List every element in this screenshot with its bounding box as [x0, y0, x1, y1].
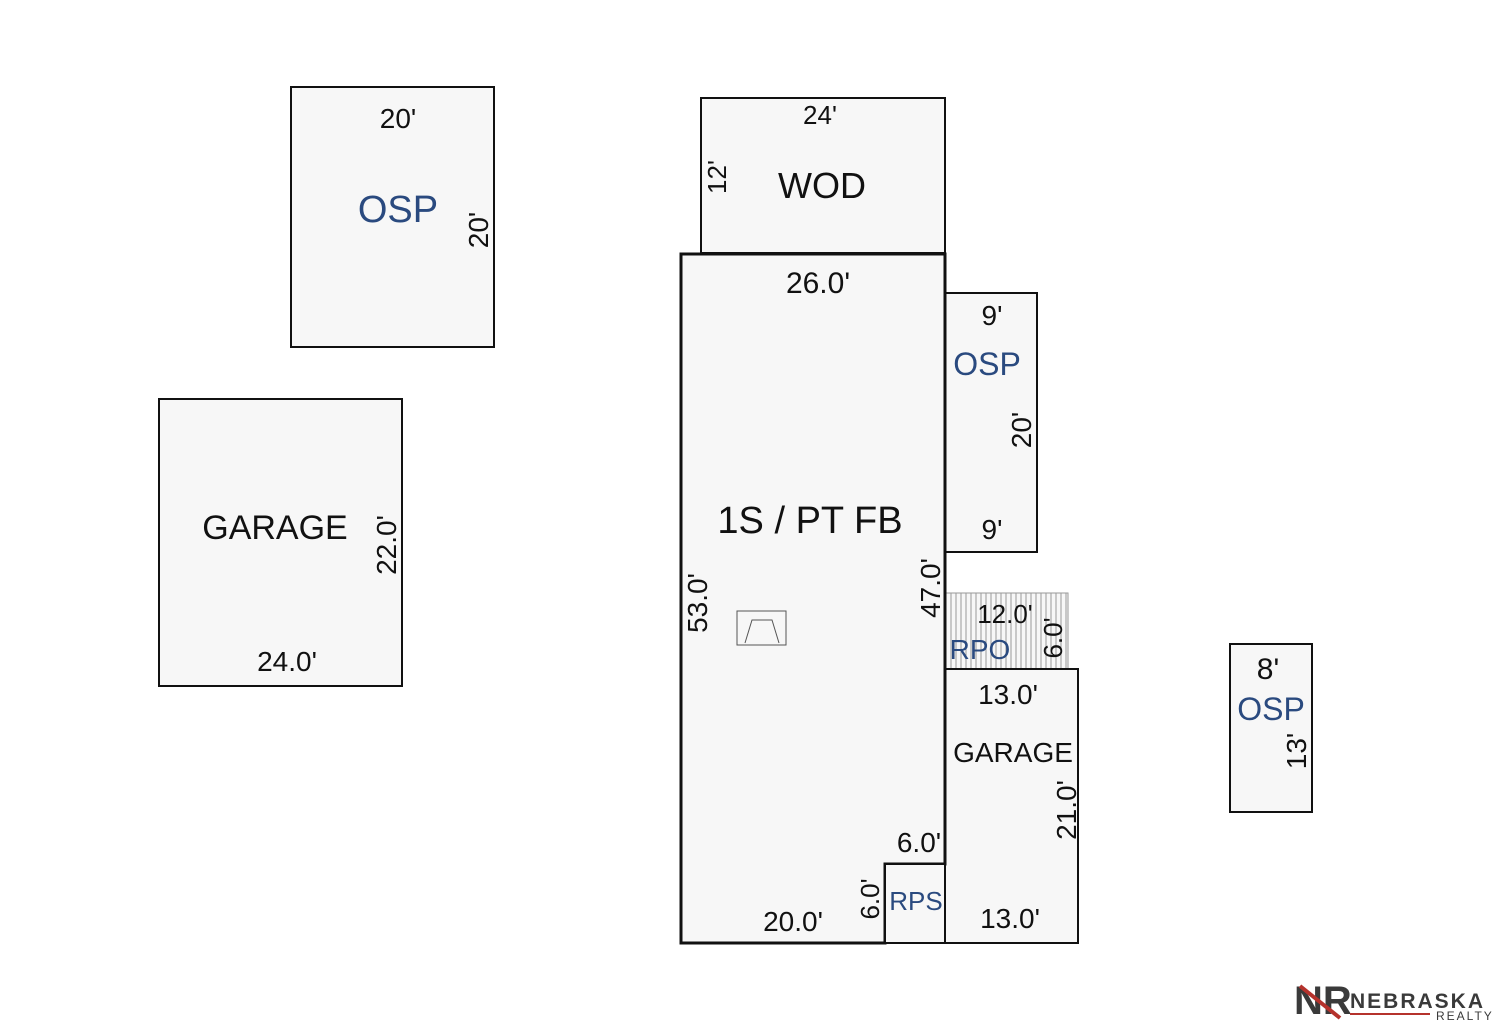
rpo-outline: [944, 592, 1069, 670]
rps-width: 6.0': [897, 827, 941, 858]
rps-area: 6.0' 6.0' RPS: [855, 827, 946, 944]
main-bottom-dim: 20.0': [763, 906, 823, 937]
osp-right-top: 9': [982, 300, 1003, 331]
osp-top-left-area: 20' OSP 20': [290, 86, 495, 348]
main-left-dim: 53.0': [682, 573, 713, 633]
osp-top-left-label: OSP: [358, 189, 438, 231]
garage-right-label: GARAGE: [953, 737, 1073, 768]
osp-top-left-outline: [290, 86, 495, 348]
logo-accent-icon: [1298, 984, 1342, 1020]
wod-outline: [700, 97, 946, 254]
osp-right-bottom: 9': [982, 514, 1003, 545]
wod-depth: 12': [702, 160, 732, 194]
garage-left-depth: 22.0': [371, 515, 402, 575]
garage-right-bottom: 13.0': [980, 903, 1040, 934]
rpo-label: RPO: [950, 634, 1011, 665]
garage-right-outline: [944, 668, 1079, 944]
brand-logo: NR NEBRASKA REALTY: [1294, 979, 1494, 1023]
logo-mark: NR: [1294, 979, 1352, 1023]
rps-outline: [884, 863, 946, 944]
osp-top-left-depth: 20': [463, 212, 494, 249]
osp-right-area: 9' OSP 20' 9': [944, 292, 1038, 553]
garage-left-outline: [158, 398, 403, 687]
osp-far-right-area: 8' OSP 13': [1229, 643, 1313, 813]
main-area: 26.0' 1S / PT FB 53.0' 47.0' 20.0': [679, 252, 947, 945]
fireplace-icon: [736, 610, 787, 646]
wod-label: WOD: [778, 165, 866, 206]
logo-sub: REALTY: [1436, 1009, 1494, 1023]
garage-left-label: GARAGE: [202, 509, 347, 547]
garage-right-top: 13.0': [978, 679, 1038, 710]
wod-area: 24' 12' WOD: [700, 97, 946, 254]
garage-left-area: GARAGE 22.0' 24.0': [158, 398, 403, 687]
osp-right-outline: [944, 292, 1038, 553]
garage-right-area: 13.0' GARAGE 21.0' 13.0': [944, 668, 1082, 944]
wod-width: 24': [803, 100, 837, 130]
osp-right-label: OSP: [953, 346, 1021, 382]
main-label: 1S / PT FB: [717, 500, 902, 542]
rpo-width: 12.0': [977, 599, 1033, 629]
osp-top-left-width: 20': [380, 103, 417, 134]
main-top-dim: 26.0': [786, 267, 850, 300]
rps-label: RPS: [889, 886, 942, 916]
rpo-depth: 6.0': [1038, 617, 1068, 658]
garage-left-width: 24.0': [257, 646, 317, 677]
rps-depth: 6.0': [855, 878, 885, 919]
osp-right-depth: 20': [1006, 412, 1037, 449]
osp-far-right-depth: 13': [1281, 733, 1312, 770]
osp-far-right-outline: [1229, 643, 1313, 813]
rpo-area: 12.0' RPO 6.0': [944, 592, 1069, 670]
garage-right-depth: 21.0': [1051, 780, 1082, 840]
logo-name: NEBRASKA: [1350, 990, 1485, 1013]
osp-far-right-width: 8': [1257, 653, 1279, 686]
osp-far-right-label: OSP: [1237, 691, 1305, 727]
main-right-dim: 47.0': [915, 558, 946, 618]
